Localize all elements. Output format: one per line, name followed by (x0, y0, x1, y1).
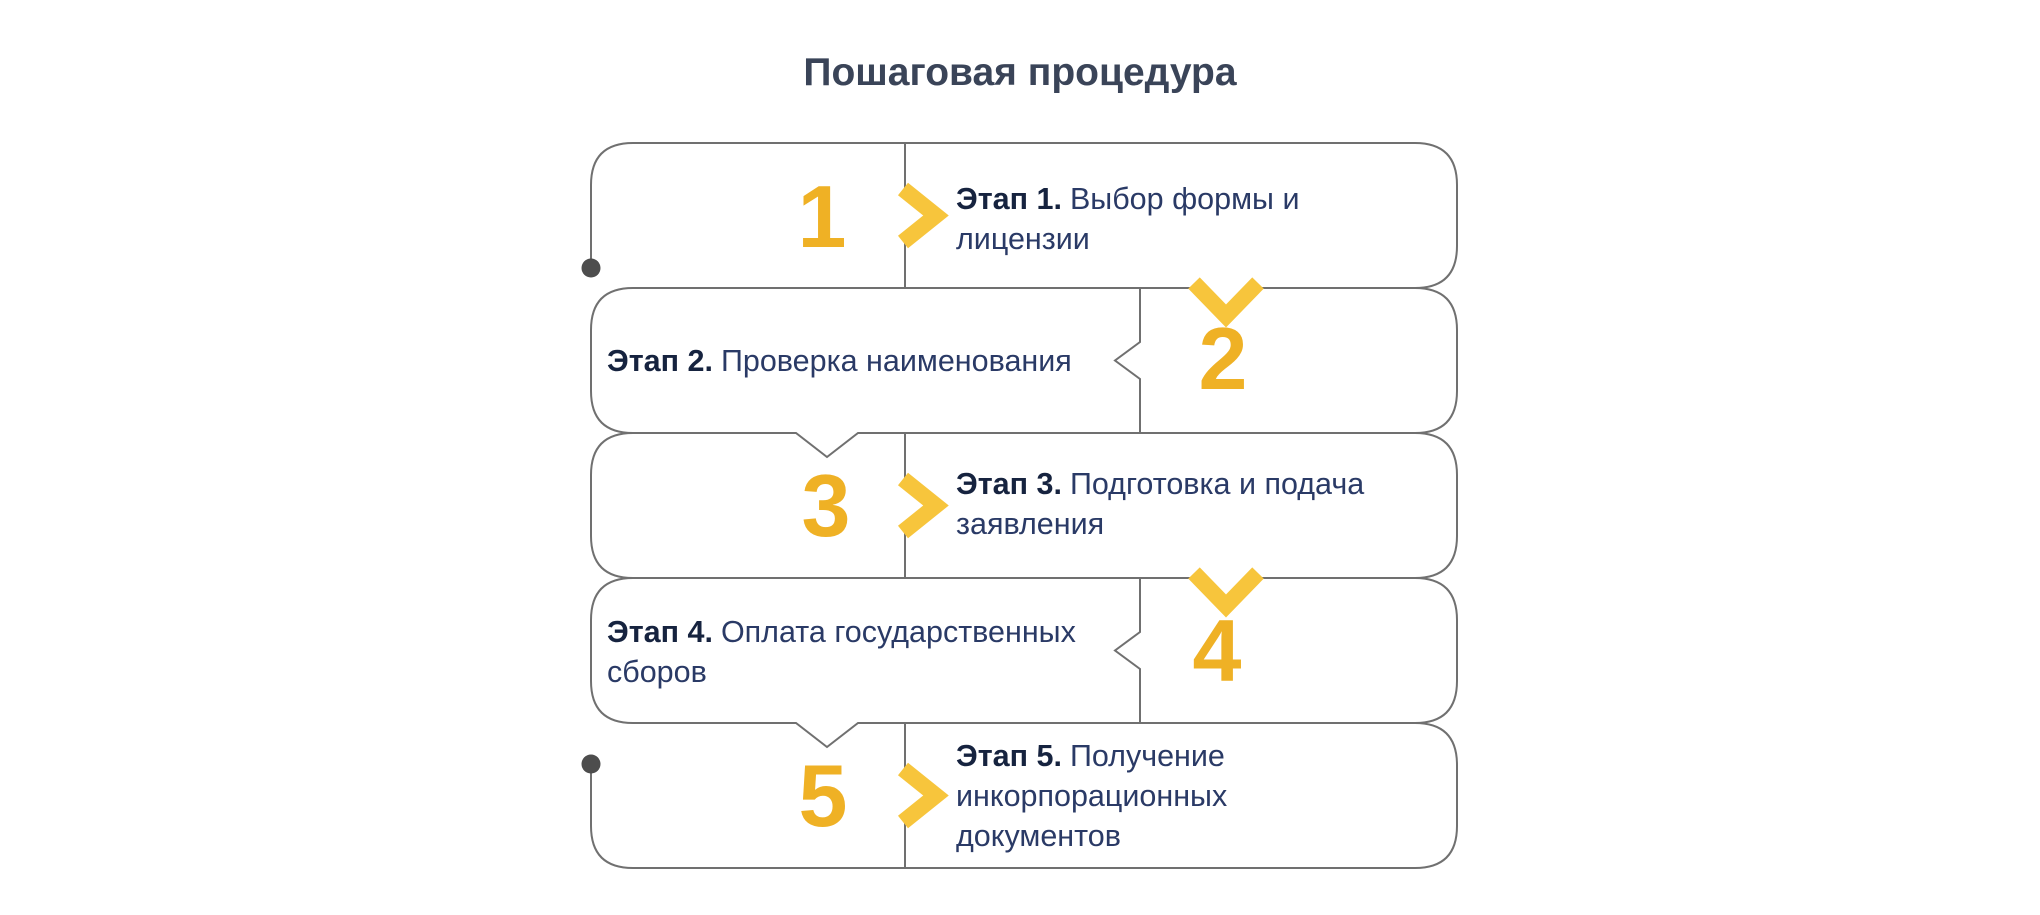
step-label: Этап 3. (956, 467, 1062, 501)
chevron-right-icon-3 (897, 472, 949, 539)
step-description: Выбор формы и лицензии (956, 182, 1300, 256)
step-box-outline-4 (590, 577, 1458, 749)
step-text: Этап 2.Проверка наименования (607, 341, 1127, 381)
page-title: Пошаговая процедура (803, 51, 1237, 94)
step-divider-line-2 (1113, 289, 1141, 432)
step-number: 3 (801, 456, 851, 555)
step-text: Этап 4.Оплата государственных сборов (607, 612, 1107, 692)
step-description: Проверка наименования (720, 344, 1072, 378)
step-description: Подготовка и подача заявления (956, 467, 1365, 541)
step-number: 5 (798, 746, 848, 845)
step-description: Оплата государственных сборов (607, 615, 1076, 689)
step-divider-line-4 (1113, 579, 1141, 722)
step-description: Получение инкорпорационных документов (956, 739, 1228, 853)
step-box-outline-1 (590, 142, 1458, 289)
chevron-right-icon-1 (897, 182, 949, 249)
step-label: Этап 4. (607, 615, 713, 649)
step-number: 4 (1192, 601, 1242, 700)
step-label: Этап 1. (956, 182, 1062, 216)
step-label: Этап 2. (607, 344, 713, 378)
step-text: Этап 3.Подготовка и подача заявления (956, 464, 1376, 544)
step-box-outline-5 (590, 722, 1458, 869)
chevron-right-icon-5 (897, 762, 949, 829)
step-text: Этап 1.Выбор формы и лицензии (956, 179, 1321, 259)
arrow-down-icon-4 (1188, 567, 1264, 618)
step-text: Этап 5.Получение инкорпорационных докуме… (956, 736, 1256, 856)
step-number: 1 (797, 167, 847, 266)
step-label: Этап 5. (956, 739, 1062, 773)
arrow-down-icon-2 (1188, 277, 1264, 328)
start-dot (581, 258, 601, 278)
step-number: 2 (1198, 309, 1248, 408)
end-dot (581, 754, 601, 774)
